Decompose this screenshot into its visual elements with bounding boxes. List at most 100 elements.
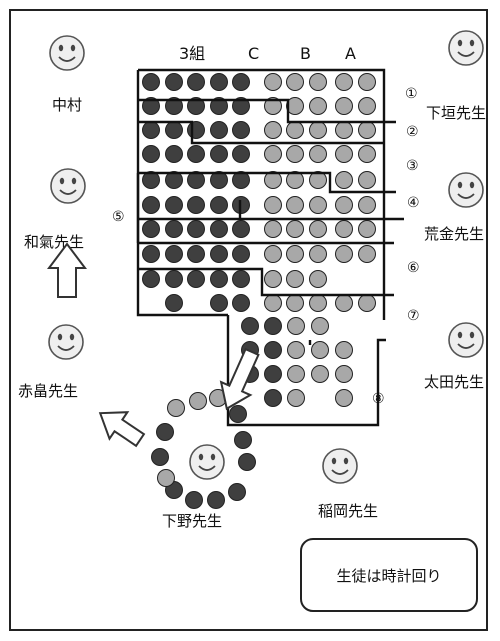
student-dot — [264, 389, 282, 407]
student-dot — [286, 121, 304, 139]
student-dot — [309, 196, 327, 214]
student-dot — [185, 491, 203, 509]
student-dot — [187, 145, 205, 163]
student-dot — [358, 145, 376, 163]
group-marker-5: ⑤ — [112, 209, 125, 225]
smiley-face-icon — [50, 168, 86, 204]
student-dot — [264, 270, 282, 288]
smiley-face-icon — [49, 35, 85, 71]
note-text: 生徒は時計回り — [336, 567, 441, 585]
teacher-label-akahata: 赤畠先生 — [18, 382, 78, 400]
student-dot — [189, 392, 207, 410]
student-dot — [229, 405, 247, 423]
student-dot — [157, 469, 175, 487]
student-dot — [358, 97, 376, 115]
student-dot — [142, 97, 160, 115]
student-dot — [165, 220, 183, 238]
group-marker-7: ⑦ — [407, 308, 420, 324]
teacher-label-ota: 太田先生 — [424, 373, 484, 391]
student-dot — [187, 171, 205, 189]
arrow-icon — [98, 411, 146, 448]
teacher-label-shimogaki: 下垣先生 — [426, 104, 486, 122]
note-box — [300, 538, 478, 612]
student-dot — [210, 294, 228, 312]
student-dot — [335, 245, 353, 263]
student-dot — [187, 270, 205, 288]
column-header-b: B — [300, 44, 311, 63]
student-dot — [286, 171, 304, 189]
student-dot — [142, 73, 160, 91]
teacher-label-nakamura: 中村 — [52, 96, 82, 114]
student-dot — [187, 73, 205, 91]
student-dot — [309, 245, 327, 263]
smiley-face-icon — [189, 444, 225, 480]
student-dot — [232, 73, 250, 91]
student-dot — [232, 220, 250, 238]
student-dot — [232, 145, 250, 163]
student-dot — [309, 294, 327, 312]
smiley-face-icon — [448, 322, 484, 358]
teacher-label-shimono: 下野先生 — [162, 512, 222, 530]
student-dot — [287, 389, 305, 407]
student-dot — [264, 97, 282, 115]
student-dot — [165, 245, 183, 263]
student-dot — [264, 294, 282, 312]
student-dot — [335, 294, 353, 312]
student-dot — [309, 145, 327, 163]
student-dot — [335, 389, 353, 407]
student-dot — [232, 171, 250, 189]
arrow-icon — [219, 347, 260, 411]
student-dot — [232, 294, 250, 312]
student-dot — [142, 145, 160, 163]
student-dot — [210, 270, 228, 288]
student-dot — [165, 171, 183, 189]
column-header-class3: 3組 — [179, 44, 205, 63]
student-dot — [228, 483, 246, 501]
student-dot — [165, 145, 183, 163]
student-dot — [232, 270, 250, 288]
student-dot — [311, 365, 329, 383]
student-dot — [309, 121, 327, 139]
student-dot — [309, 220, 327, 238]
student-dot — [210, 245, 228, 263]
student-dot — [286, 196, 304, 214]
student-dot — [187, 97, 205, 115]
student-dot — [335, 171, 353, 189]
column-header-c: C — [248, 44, 259, 63]
student-dot — [335, 97, 353, 115]
column-header-a: A — [345, 44, 356, 63]
student-dot — [232, 121, 250, 139]
student-dot — [187, 121, 205, 139]
student-dot — [264, 245, 282, 263]
student-dot — [286, 245, 304, 263]
student-dot — [286, 73, 304, 91]
student-dot — [309, 73, 327, 91]
student-dot — [264, 145, 282, 163]
student-dot — [165, 270, 183, 288]
student-dot — [167, 399, 185, 417]
student-dot — [264, 196, 282, 214]
student-dot — [311, 317, 329, 335]
student-ring — [151, 389, 256, 509]
student-dot — [287, 317, 305, 335]
arrow-icon — [47, 242, 87, 298]
student-dot — [156, 423, 174, 441]
student-dot — [311, 341, 329, 359]
student-dot — [187, 196, 205, 214]
teacher-label-inaoka: 稲岡先生 — [318, 502, 378, 520]
student-dot — [210, 97, 228, 115]
student-dot — [264, 365, 282, 383]
student-dot — [358, 73, 376, 91]
student-dot — [264, 171, 282, 189]
student-dot — [142, 171, 160, 189]
student-dot — [264, 341, 282, 359]
student-dot — [335, 220, 353, 238]
group-marker-8: ⑧ — [372, 391, 385, 407]
student-dot — [286, 145, 304, 163]
student-dot — [232, 245, 250, 263]
student-dot — [142, 220, 160, 238]
student-dot — [151, 448, 169, 466]
student-dot — [264, 317, 282, 335]
student-dot — [358, 245, 376, 263]
student-dot — [264, 220, 282, 238]
